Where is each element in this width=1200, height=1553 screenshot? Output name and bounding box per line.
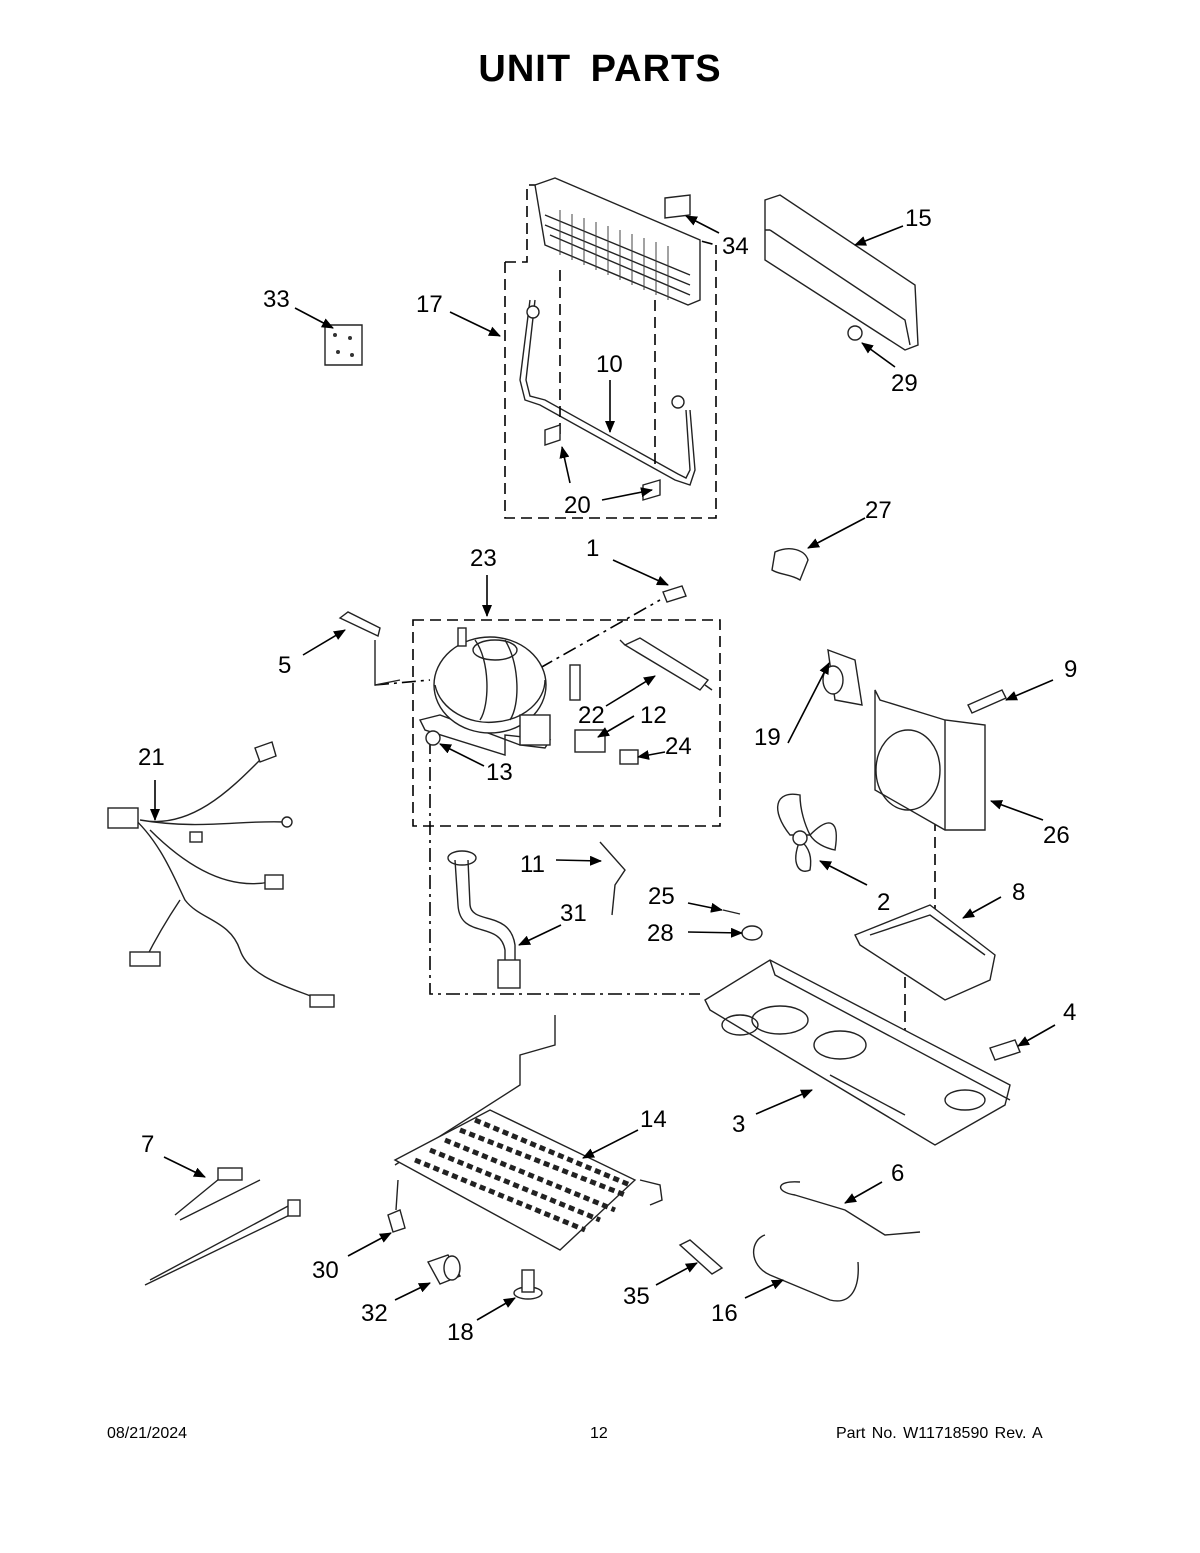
evaporator-coil: [519, 177, 701, 501]
callout-22: 22: [578, 702, 605, 729]
callout-10: 10: [596, 351, 623, 378]
capacitor-32-part: [426, 1254, 462, 1285]
callout-17: 17: [416, 291, 443, 318]
callout-20: 20: [564, 492, 591, 519]
screw-1-part: [662, 585, 687, 603]
screw-9-part: [967, 689, 1007, 714]
callout-32: 32: [361, 1300, 388, 1327]
callout-6: 6: [891, 1160, 904, 1187]
grommet-28-part: [741, 925, 763, 941]
callout-27: 27: [865, 497, 892, 524]
grommet-part: [425, 730, 441, 746]
tape-pad-part: [664, 194, 691, 219]
callout-15: 15: [905, 205, 932, 232]
drain-hose-part: [447, 850, 521, 989]
drier-part: [619, 637, 713, 691]
tube-11-part: [599, 841, 626, 916]
callout-18: 18: [447, 1319, 474, 1346]
clip-29-part: [847, 325, 863, 341]
fan-motor-part: [822, 648, 863, 706]
callout-3: 3: [732, 1111, 745, 1138]
pin-25-part: [722, 909, 741, 915]
callout-1: 1: [586, 535, 599, 562]
heater-plate-part: [324, 324, 363, 366]
evaporator-cover-part: [764, 194, 919, 351]
callout-11: 11: [520, 851, 545, 878]
callout-21: 21: [138, 744, 165, 771]
callout-33: 33: [263, 286, 290, 313]
callout-28: 28: [647, 920, 674, 947]
callout-34: 34: [722, 233, 749, 260]
clip-27-part: [771, 548, 809, 582]
page-title: UNIT PARTS: [478, 48, 722, 90]
callout-25: 25: [648, 883, 675, 910]
footer-page-number: 12: [590, 1425, 608, 1442]
fan-blade-part: [777, 793, 837, 872]
callout-14: 14: [640, 1106, 667, 1133]
compressor-assembly-outline: [412, 619, 721, 827]
relay-part: [574, 729, 606, 753]
footer-date: 08/21/2024: [107, 1425, 188, 1442]
callout-7: 7: [141, 1131, 154, 1158]
callout-24: 24: [665, 733, 692, 760]
callout-35: 35: [623, 1283, 650, 1310]
callout-2: 2: [877, 889, 890, 916]
footer-part-number: Part No. W11718590 Rev. A: [836, 1425, 1043, 1442]
compressor-tubing-path: [374, 599, 700, 995]
compressor-part: [418, 627, 581, 756]
callout-31: 31: [560, 900, 587, 927]
tube-6-part: [779, 1181, 921, 1236]
drain-tray-part: [854, 904, 996, 1001]
condenser-coil-part: [393, 1015, 663, 1251]
callout-16: 16: [711, 1300, 738, 1327]
callout-leaders: [150, 215, 1056, 1321]
callout-12: 12: [640, 702, 667, 729]
fan-shroud-part: [874, 689, 986, 831]
callout-23: 23: [470, 545, 497, 572]
callout-13: 13: [486, 759, 513, 786]
callout-29: 29: [891, 370, 918, 397]
tube-16-part: [752, 1234, 859, 1302]
screw-4-part: [989, 1039, 1021, 1061]
callout-5: 5: [278, 652, 291, 679]
bracket-5-part: [338, 611, 401, 686]
callout-19: 19: [754, 724, 781, 751]
wire-harness-7-part: [144, 1167, 301, 1286]
wire-harness-21-part: [107, 741, 335, 1008]
callout-8: 8: [1012, 879, 1025, 906]
callout-9: 9: [1064, 656, 1077, 683]
callout-26: 26: [1043, 822, 1070, 849]
sleeve-35-part: [678, 1239, 724, 1275]
valve-18-part: [513, 1269, 543, 1300]
overload-part: [619, 749, 639, 765]
clip-30-part: [387, 1179, 406, 1233]
callout-labels: 1 2 3 4 5 6 7 8 9 10 11 12 13 14 15 16 1…: [138, 205, 1077, 1346]
base-plate-part: [704, 959, 1011, 1146]
callout-4: 4: [1063, 999, 1076, 1026]
callout-30: 30: [312, 1257, 339, 1284]
